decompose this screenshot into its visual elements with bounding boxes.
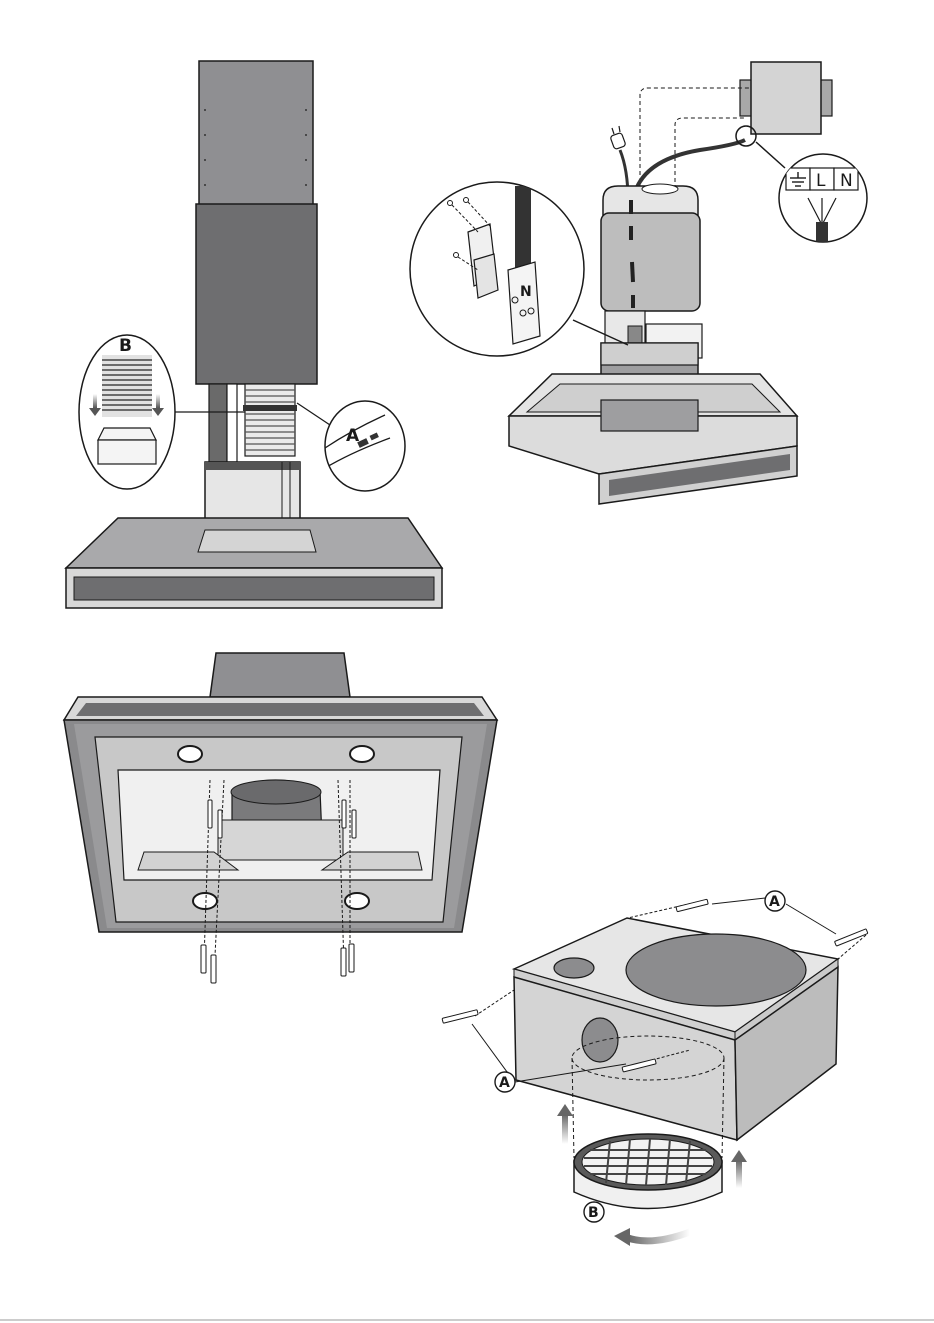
- svg-text:B: B: [588, 1205, 599, 1221]
- terminal-n-label: N: [840, 171, 853, 191]
- chimney-lower: [196, 204, 317, 384]
- filter-strip: [74, 577, 434, 600]
- callout-b-label: B: [119, 336, 132, 356]
- svg-text:A: A: [499, 1075, 510, 1091]
- label-a-left: A: [495, 1072, 515, 1092]
- block-mark: N: [520, 284, 532, 300]
- terminal-l-label: L: [816, 171, 826, 191]
- terminal-detail: L N: [779, 154, 867, 242]
- callout-a-clamp-detail: A: [297, 401, 405, 491]
- figure-3-underside-fixing: [64, 653, 497, 983]
- label-a-top: A: [765, 891, 785, 911]
- connection-marker: [736, 126, 756, 146]
- support-bar: [209, 384, 227, 462]
- arrow-up-icon: [731, 1150, 747, 1188]
- chimney-stub: [210, 653, 350, 697]
- flexible-duct: [243, 384, 297, 456]
- svg-text:A: A: [769, 894, 780, 910]
- small-outlet: [554, 958, 594, 978]
- chimney-upper: [199, 61, 313, 206]
- plug-icon: [610, 126, 626, 150]
- grease-filter: [574, 1134, 722, 1209]
- junction-box: [740, 62, 832, 134]
- figure-4-filter-box: A A B: [442, 891, 868, 1246]
- label-b: B: [584, 1202, 604, 1222]
- canopy-2: [509, 374, 797, 504]
- support-strip: [227, 384, 237, 462]
- large-outlet: [626, 934, 806, 1006]
- terminal-block-callout: N: [410, 182, 628, 356]
- figure-1-duct-connection: B A: [66, 61, 442, 608]
- figure-2-electrical-connection: L N: [410, 62, 867, 504]
- callout-a-label: A: [346, 426, 360, 446]
- arrow-up-icon: [557, 1104, 573, 1144]
- dashed-conduit-2: [675, 118, 745, 196]
- rotate-arrow-icon: [614, 1228, 690, 1246]
